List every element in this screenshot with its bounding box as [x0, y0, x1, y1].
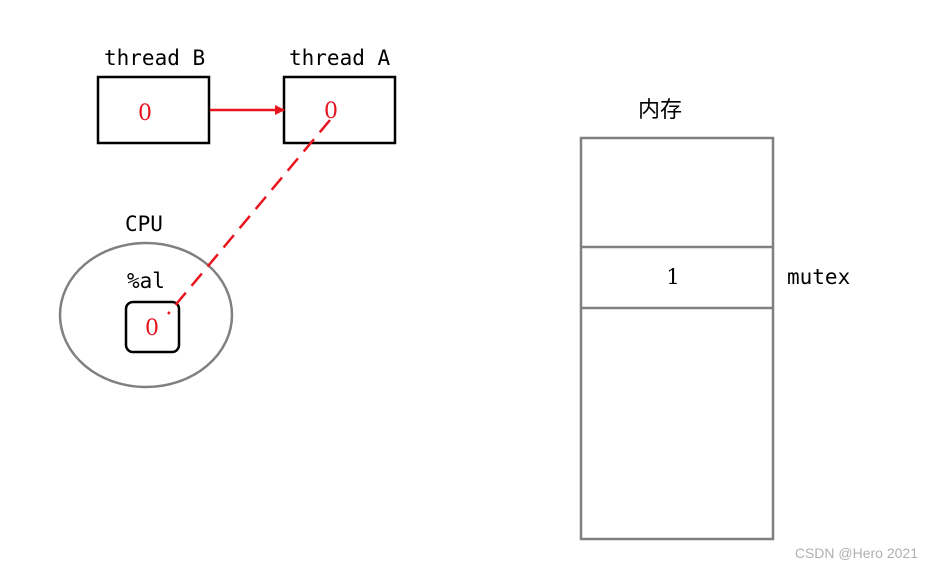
thread-b-box: [96, 75, 211, 145]
exchange-dashed-line: [167, 119, 331, 315]
thread-a-value: 0: [324, 99, 338, 124]
memory-block: [579, 136, 775, 541]
register-label: %al: [127, 269, 165, 293]
register-box: [124, 300, 181, 354]
thread-a-label: thread A: [289, 46, 391, 70]
mutex-value: 1: [666, 265, 679, 289]
thread-b-value: 0: [138, 101, 152, 126]
watermark: CSDN @Hero 2021: [795, 545, 918, 561]
register-value: 0: [145, 316, 159, 341]
memory-label: 内存: [638, 98, 682, 123]
mutex-label: mutex: [787, 265, 850, 289]
cpu-label: CPU: [125, 212, 163, 236]
thread-a-box: [282, 75, 397, 145]
cpu-ellipse: [58, 241, 234, 389]
thread-b-label: thread B: [104, 46, 205, 70]
